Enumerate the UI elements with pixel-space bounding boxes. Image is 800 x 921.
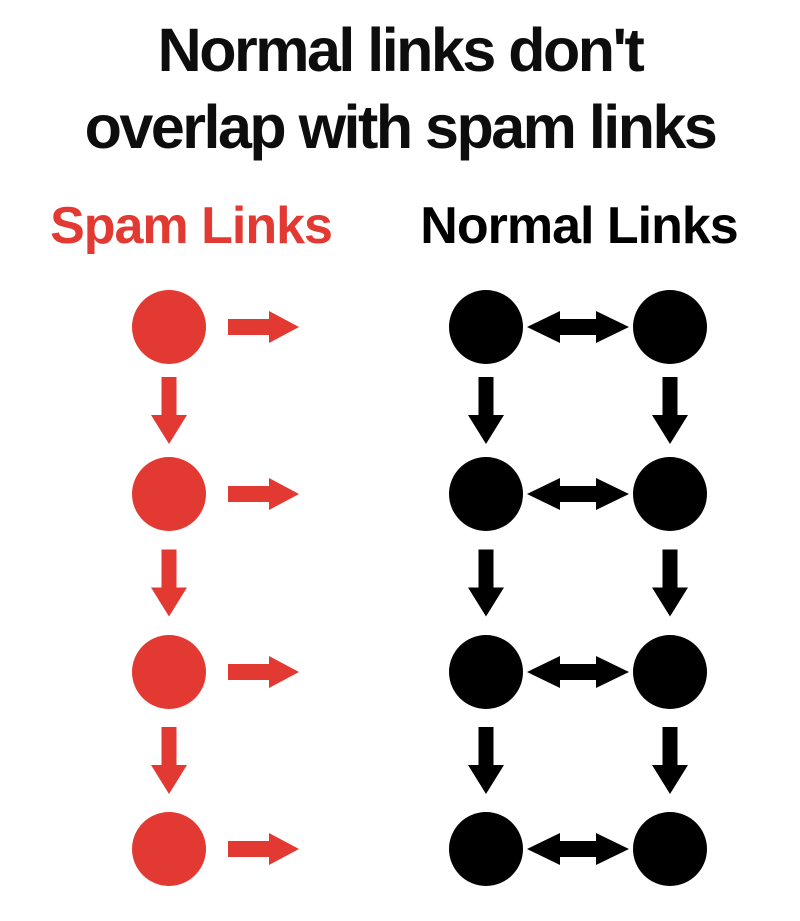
spam-outbound-right-arrow-icon bbox=[228, 311, 299, 343]
title-line-2: overlap with spam links bbox=[84, 93, 718, 161]
normal-node-left bbox=[449, 812, 523, 886]
normal-down-arrow-left-icon bbox=[468, 727, 504, 794]
spam-node bbox=[132, 290, 206, 364]
normal-node-right bbox=[633, 290, 707, 364]
normal-node-right bbox=[633, 457, 707, 531]
spam-outbound-right-arrow-icon bbox=[228, 656, 299, 688]
normal-down-arrow-left-icon bbox=[468, 549, 504, 617]
spam-outbound-right-arrow-icon bbox=[228, 478, 299, 510]
spam-down-arrow-icon bbox=[151, 549, 187, 617]
normal-node-left bbox=[449, 290, 523, 364]
normal-bidirectional-arrow-icon bbox=[527, 656, 629, 688]
normal-down-arrow-left-icon bbox=[468, 377, 504, 444]
spam-node bbox=[132, 635, 206, 709]
normal-node-right bbox=[633, 635, 707, 709]
normal-bidirectional-arrow-icon bbox=[527, 833, 629, 865]
normal-bidirectional-arrow-icon bbox=[527, 311, 629, 343]
title-line-1: Normal links don't bbox=[157, 16, 645, 84]
normal-down-arrow-right-icon bbox=[652, 727, 688, 794]
spam-down-arrow-icon bbox=[151, 727, 187, 794]
spam-outbound-right-arrow-icon bbox=[228, 833, 299, 865]
normal-node-right bbox=[633, 812, 707, 886]
normal-node-left bbox=[449, 457, 523, 531]
normal-node-left bbox=[449, 635, 523, 709]
spam-node bbox=[132, 457, 206, 531]
spam-node bbox=[132, 812, 206, 886]
normal-down-arrow-right-icon bbox=[652, 549, 688, 617]
normal-down-arrow-right-icon bbox=[652, 377, 688, 444]
normal-links-label: Normal Links bbox=[420, 197, 738, 255]
spam-links-label: Spam Links bbox=[50, 197, 333, 255]
normal-bidirectional-arrow-icon bbox=[527, 478, 629, 510]
spam-down-arrow-icon bbox=[151, 377, 187, 444]
page-title: Normal links don't overlap with spam lin… bbox=[0, 12, 800, 166]
